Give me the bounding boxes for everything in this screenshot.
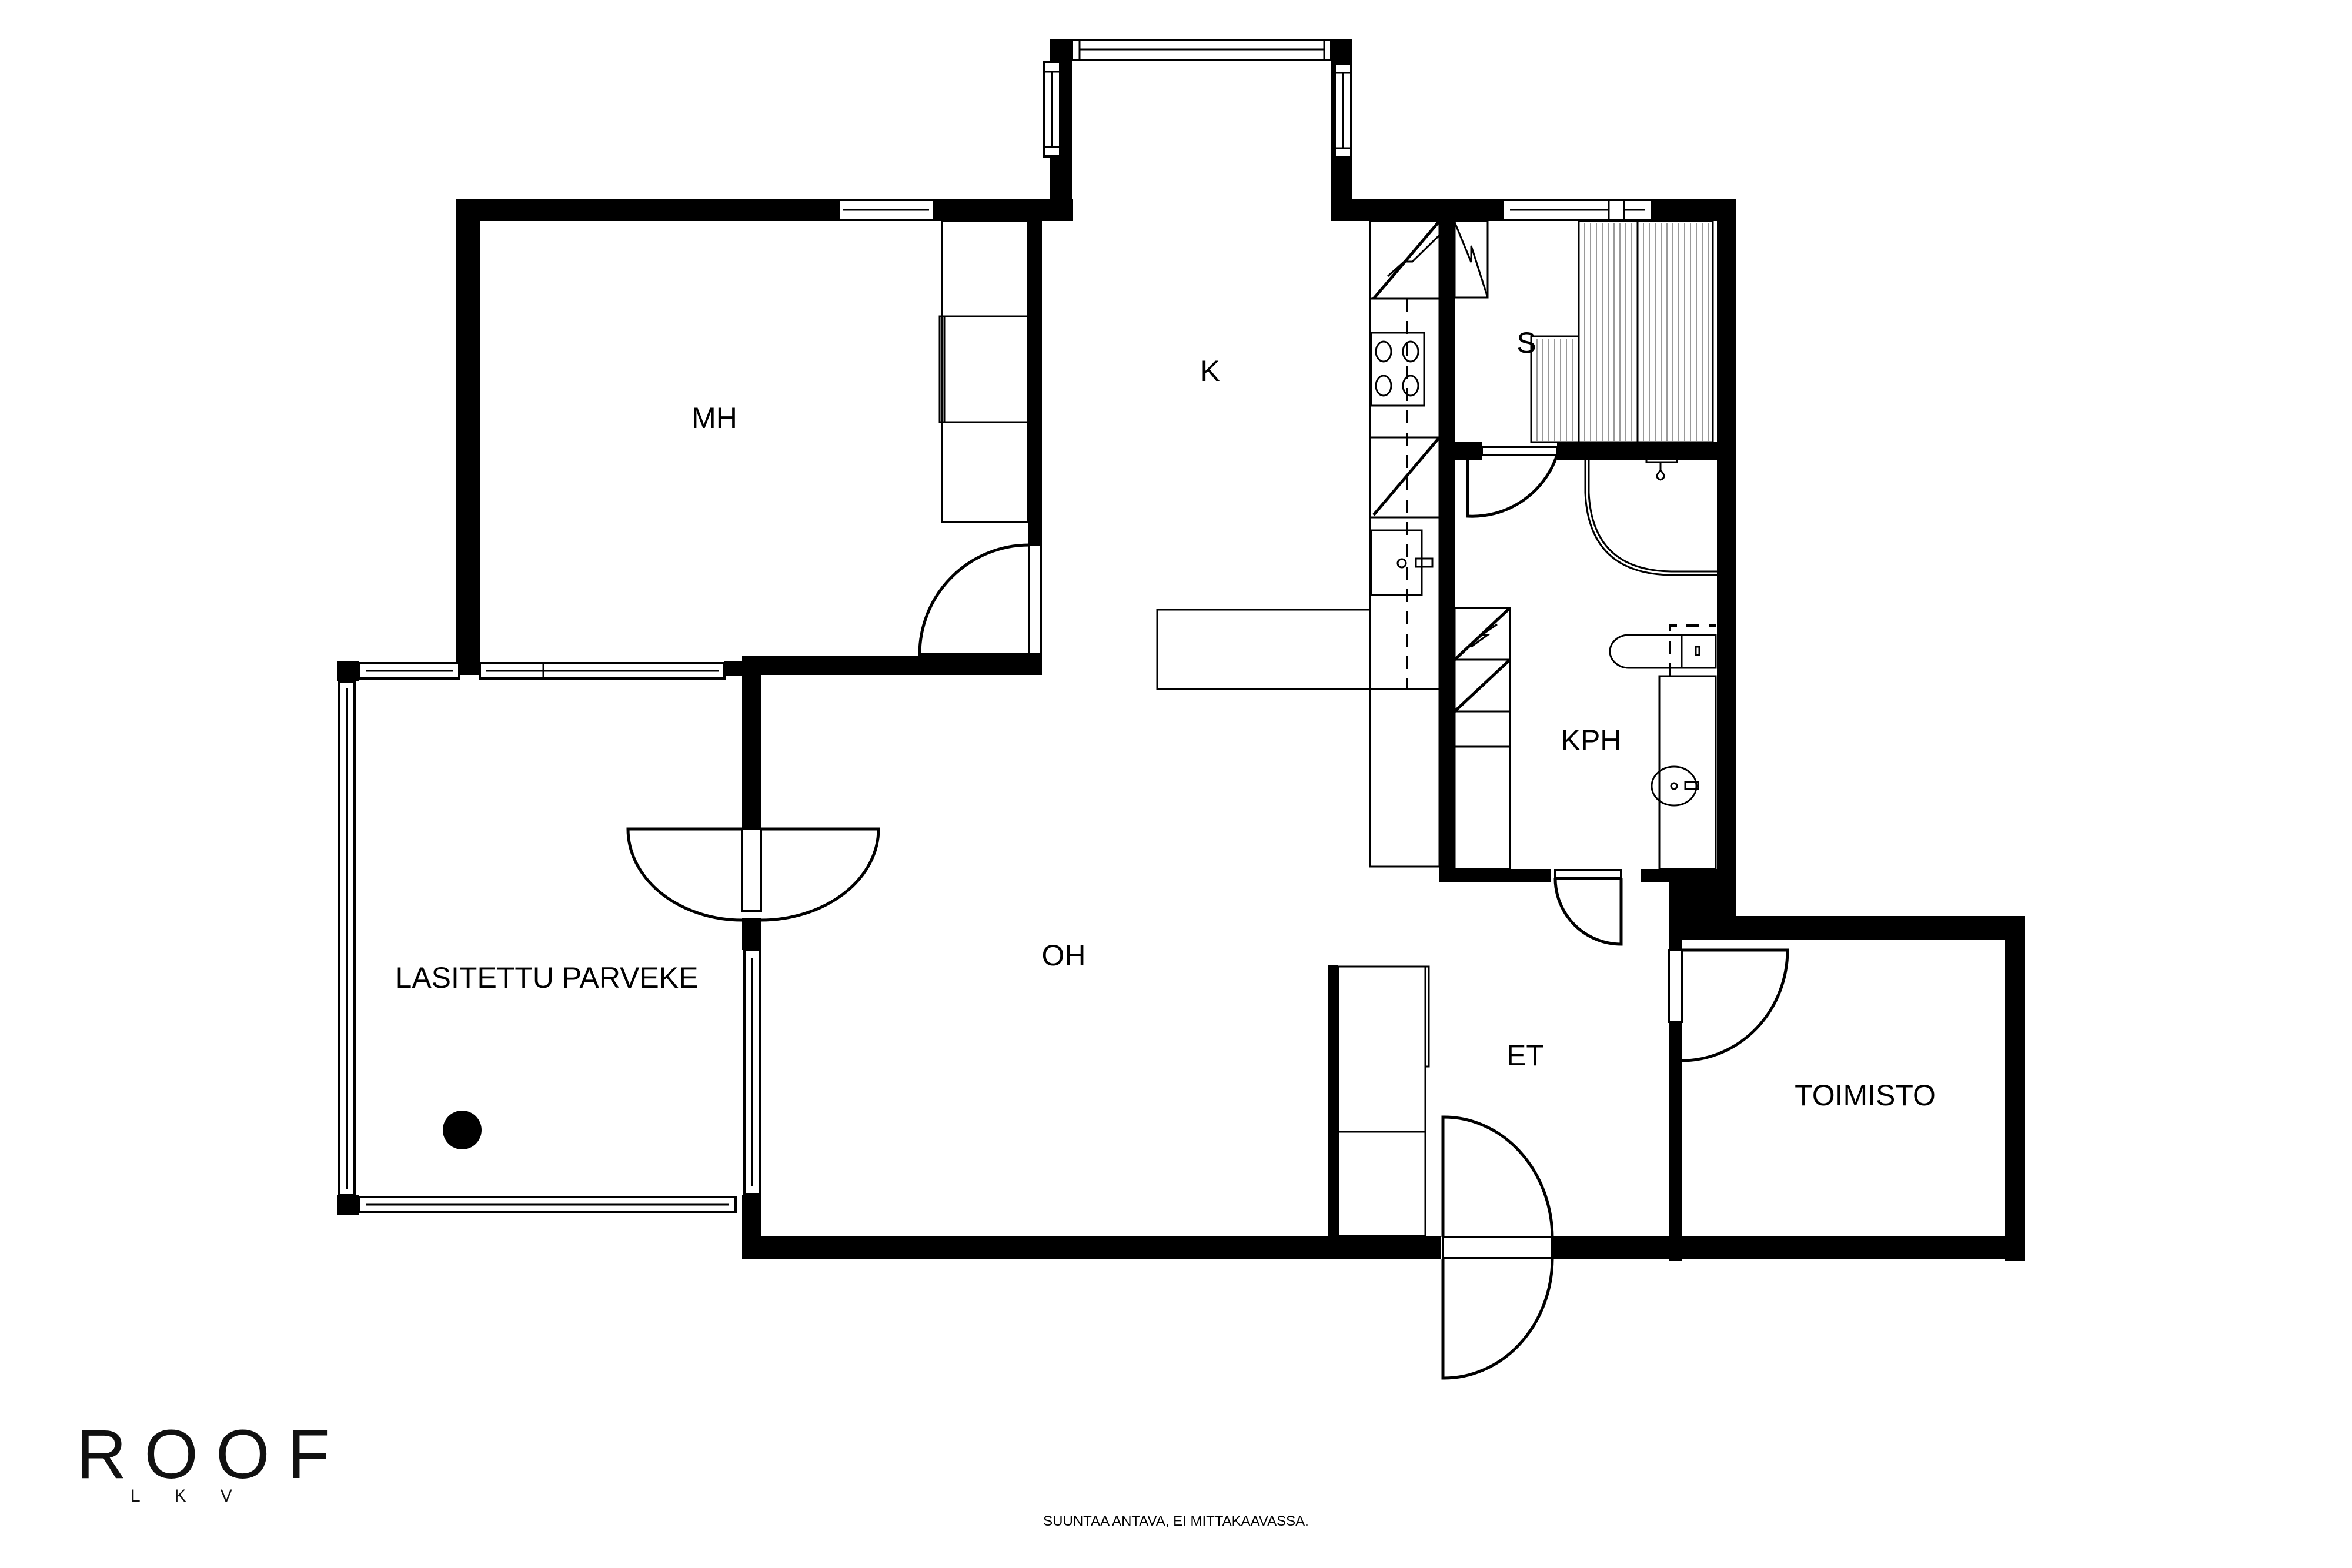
logo-subtitle: LKV xyxy=(131,1486,266,1506)
kph-cabinets xyxy=(1454,607,1511,870)
shower-screen xyxy=(1584,455,1717,576)
room-label-toimisto: TOIMISTO xyxy=(1795,1079,1936,1112)
disclaimer-note: SUUNTAA ANTAVA, EI MITTAKAAVASSA. xyxy=(1043,1513,1309,1529)
kitchen-sink-icon xyxy=(1370,529,1434,596)
bathroom-sink-icon xyxy=(1651,675,1717,870)
sauna-door[interactable] xyxy=(1466,446,1559,518)
toimisto-door[interactable] xyxy=(1668,948,1789,1062)
walls xyxy=(337,39,2025,1261)
windows xyxy=(338,39,1653,1213)
drain-icon xyxy=(443,1111,482,1149)
mh-wardrobe xyxy=(938,220,1029,523)
stove-icon xyxy=(1370,332,1425,407)
room-label-kph: KPH xyxy=(1561,724,1622,757)
room-label-parveke: LASITETTU PARVEKE xyxy=(396,961,699,994)
front-door[interactable] xyxy=(1441,1115,1554,1380)
room-label-oh: OH xyxy=(1042,939,1086,972)
entry-closet xyxy=(1337,965,1430,1237)
room-label-s: S xyxy=(1516,326,1536,359)
kph-door[interactable] xyxy=(1553,869,1623,946)
mh-door[interactable] xyxy=(918,543,1042,656)
sauna-benches xyxy=(1454,220,1714,443)
logo-wordmark: ROOF xyxy=(76,1416,348,1493)
balcony-door[interactable] xyxy=(626,827,880,922)
room-label-mh: MH xyxy=(691,402,737,434)
room-label-et: ET xyxy=(1506,1039,1544,1072)
room-label-k: K xyxy=(1200,355,1220,387)
kitchen-counter xyxy=(1156,220,1441,868)
toilet-icon xyxy=(1609,624,1717,676)
